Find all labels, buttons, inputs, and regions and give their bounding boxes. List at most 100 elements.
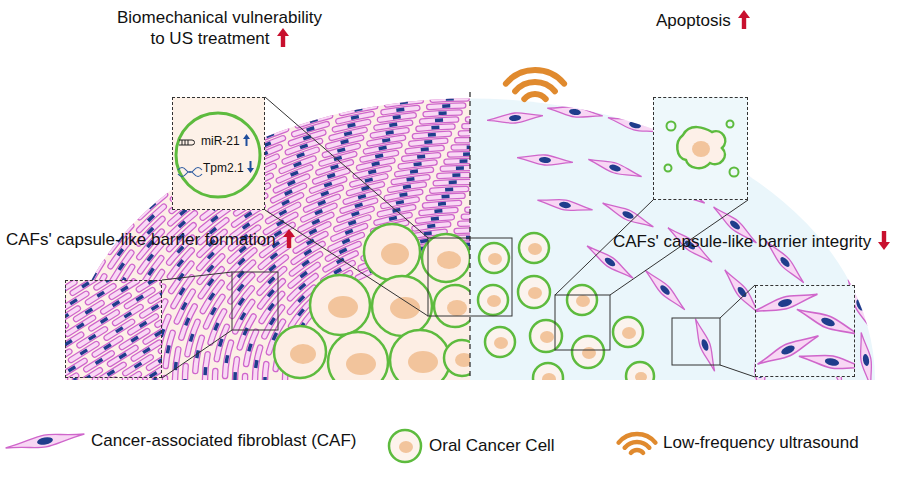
decrease-arrow <box>878 231 890 250</box>
apoptotic-cell <box>665 121 739 177</box>
caf-nuclei <box>65 280 162 378</box>
tpm-icon <box>178 168 202 177</box>
legend-text: Oral Cancer Cell <box>429 436 555 456</box>
caf-symbol <box>5 428 86 454</box>
increase-arrow <box>277 28 289 47</box>
cancer-cell <box>310 275 370 335</box>
inset-heading: CAFs' capsule-like barrier formation <box>6 229 295 250</box>
cancer-cell <box>518 276 550 308</box>
caf-sparse <box>487 103 877 400</box>
cancer-cell <box>364 224 420 280</box>
label-text: miR-21 <box>201 134 240 148</box>
increase-arrow <box>738 10 750 29</box>
cancer-cell <box>519 233 549 263</box>
zoom-rect <box>555 295 610 350</box>
caf-cell <box>798 350 855 373</box>
cancer-cell <box>613 317 643 347</box>
ultrasound-symbol <box>619 434 656 453</box>
cancer-cell <box>572 336 604 368</box>
cancer-cell <box>530 320 562 352</box>
decrease-arrow <box>878 231 890 250</box>
caf-cell <box>755 330 821 369</box>
cancer-cell <box>444 340 480 376</box>
label-text: CAFs' capsule-like barrier formation <box>6 230 276 249</box>
inset-sparse-cafs <box>755 289 855 374</box>
zoom-inset: CAFs' capsule-like barrier integrity <box>755 285 855 377</box>
inset-background <box>653 97 748 200</box>
inset-heading: Apoptosis <box>656 10 750 31</box>
label-text: Apoptosis <box>656 11 731 30</box>
legend-swatch <box>3 426 87 456</box>
caf-cell <box>517 153 574 168</box>
cancer-cluster-right <box>478 233 654 393</box>
cancer-cell <box>422 234 470 282</box>
caf-cell <box>642 267 689 314</box>
cancer-cell <box>567 285 597 315</box>
cancer-cell <box>626 362 654 390</box>
caf-cell <box>775 184 825 226</box>
caf-cell <box>587 155 643 182</box>
legend-text: Low-frequency ultrasound <box>663 433 859 453</box>
label-text: CAFs' capsule-like barrier integrity <box>613 232 871 251</box>
cancer-cell <box>485 327 515 357</box>
cancer-cell <box>478 285 508 315</box>
caf-nucleus <box>37 436 54 446</box>
leader-line <box>720 285 755 318</box>
leader-line <box>265 210 428 316</box>
leader-line <box>162 330 232 378</box>
cancer-nucleus <box>399 441 413 453</box>
cancer-cell-zoom <box>176 113 260 197</box>
downregulated-arrow <box>247 161 254 173</box>
zoom-inset: Biomechanical vulnerability to US treatm… <box>172 97 265 210</box>
legend-item: Oral Cancer Cell <box>385 426 555 466</box>
legend-swatch <box>385 426 425 466</box>
increase-arrow <box>738 10 750 29</box>
caf-cell <box>795 304 855 340</box>
leader-line <box>720 365 755 377</box>
cancer-cell <box>479 243 509 273</box>
ultrasound-wave <box>625 442 650 448</box>
cancer-nuclei <box>487 243 647 385</box>
cancer-cell-symbol <box>389 430 421 462</box>
ultrasound-wave <box>619 434 656 443</box>
leader-line <box>265 97 428 238</box>
upregulated-arrow <box>243 134 250 146</box>
gene-label: Tpm2.1 <box>203 161 254 175</box>
label-text: Tpm2.1 <box>203 161 244 175</box>
increase-arrow <box>283 229 295 248</box>
zoom-rect <box>672 318 720 365</box>
gene-label: miR-21 <box>201 134 250 148</box>
zoom-inset: CAFs' capsule-like barrier formation <box>65 280 162 378</box>
caf-cell <box>487 111 544 126</box>
ultrasound-wave <box>631 450 643 453</box>
legend-item: Low-frequency ultrasound <box>615 426 859 460</box>
zoom-inset: Apoptosis <box>653 97 748 200</box>
cancer-cell <box>328 332 388 392</box>
leader-line <box>162 272 232 280</box>
inset-heading: Biomechanical vulnerability to US treatm… <box>112 8 327 50</box>
cancer-cell <box>533 363 563 393</box>
mirna-icon <box>179 140 195 145</box>
cancer-cell <box>274 326 326 378</box>
inset-dense-cafs <box>65 280 162 378</box>
inset-background <box>172 97 265 210</box>
ultrasound-symbol <box>506 70 564 99</box>
caf-cell <box>601 199 656 232</box>
legend-swatch <box>615 426 659 460</box>
cancer-nuclei <box>290 243 473 375</box>
inset-heading: CAFs' capsule-like barrier integrity <box>613 231 890 252</box>
increase-arrow <box>283 229 295 248</box>
caf-cell <box>856 332 876 389</box>
cancer-cell <box>390 330 450 390</box>
caf-cell <box>537 195 594 215</box>
legend-text: Cancer-associated fibroblast (CAF) <box>91 431 356 451</box>
caf-fibers <box>65 280 162 378</box>
zoom-rect <box>232 272 278 330</box>
label-text: Biomechanical vulnerability to US treatm… <box>117 8 322 48</box>
increase-arrow <box>277 28 289 47</box>
zoom-rect <box>428 238 512 316</box>
divider-line <box>469 92 470 380</box>
legend-item: Cancer-associated fibroblast (CAF) <box>3 426 356 456</box>
